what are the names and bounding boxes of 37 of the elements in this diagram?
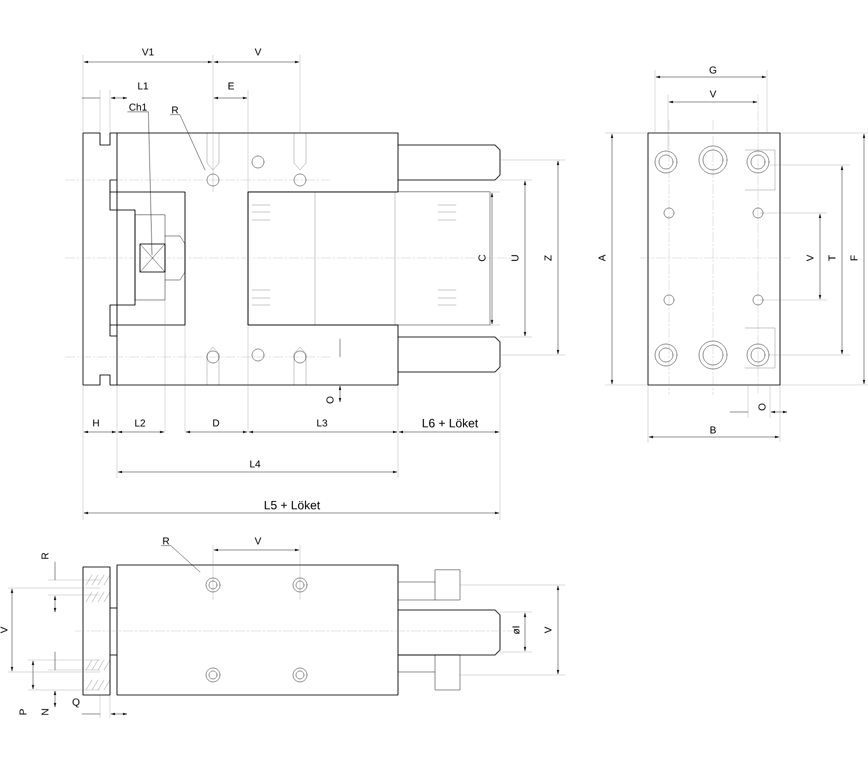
dimension-label: V — [710, 90, 716, 98]
dimension-label: C — [478, 254, 486, 262]
dimension-label: L2 — [135, 420, 146, 426]
leader-line — [161, 545, 200, 572]
dimension-label: L4 — [250, 460, 260, 468]
dimension-label: F — [850, 255, 858, 260]
dimension-label: T — [828, 255, 836, 261]
dimension-label: B — [710, 426, 716, 434]
dimension-label: V — [254, 48, 262, 56]
dimension-label: O — [326, 396, 334, 404]
leader-text: R — [163, 538, 170, 544]
dimension-label: H — [93, 420, 99, 426]
dimension-label: V1 — [142, 48, 154, 56]
dimension-label: L3 — [317, 419, 328, 427]
dimension-label: P — [20, 709, 26, 714]
leader-text: Ch1 — [129, 103, 147, 111]
dimension-label: Q — [72, 698, 80, 708]
dimension-label: E — [228, 82, 234, 90]
dimension-label: O — [758, 404, 766, 410]
dimension-label: R — [42, 552, 48, 559]
dimension-label: L5 + Löket — [264, 500, 320, 510]
dimension-label: L6 + Löket — [422, 418, 478, 428]
dimension-label: N — [42, 709, 48, 715]
dimension-label: A — [598, 254, 606, 262]
leader-text: R — [172, 106, 178, 114]
dimension-label: Z — [544, 255, 552, 261]
dimension-label: V — [806, 254, 814, 262]
leader-line — [127, 112, 152, 256]
dimension-label: V — [254, 538, 262, 544]
leader-line — [170, 114, 206, 170]
dimension-label: L1 — [138, 82, 148, 90]
dimension-label: V — [544, 626, 552, 634]
dimension-label: G — [710, 66, 716, 74]
dimension-label: U — [512, 255, 518, 261]
dimension-label: D — [213, 420, 220, 426]
dimension-label: V — [0, 626, 8, 634]
dimension-label: øI — [512, 626, 520, 634]
